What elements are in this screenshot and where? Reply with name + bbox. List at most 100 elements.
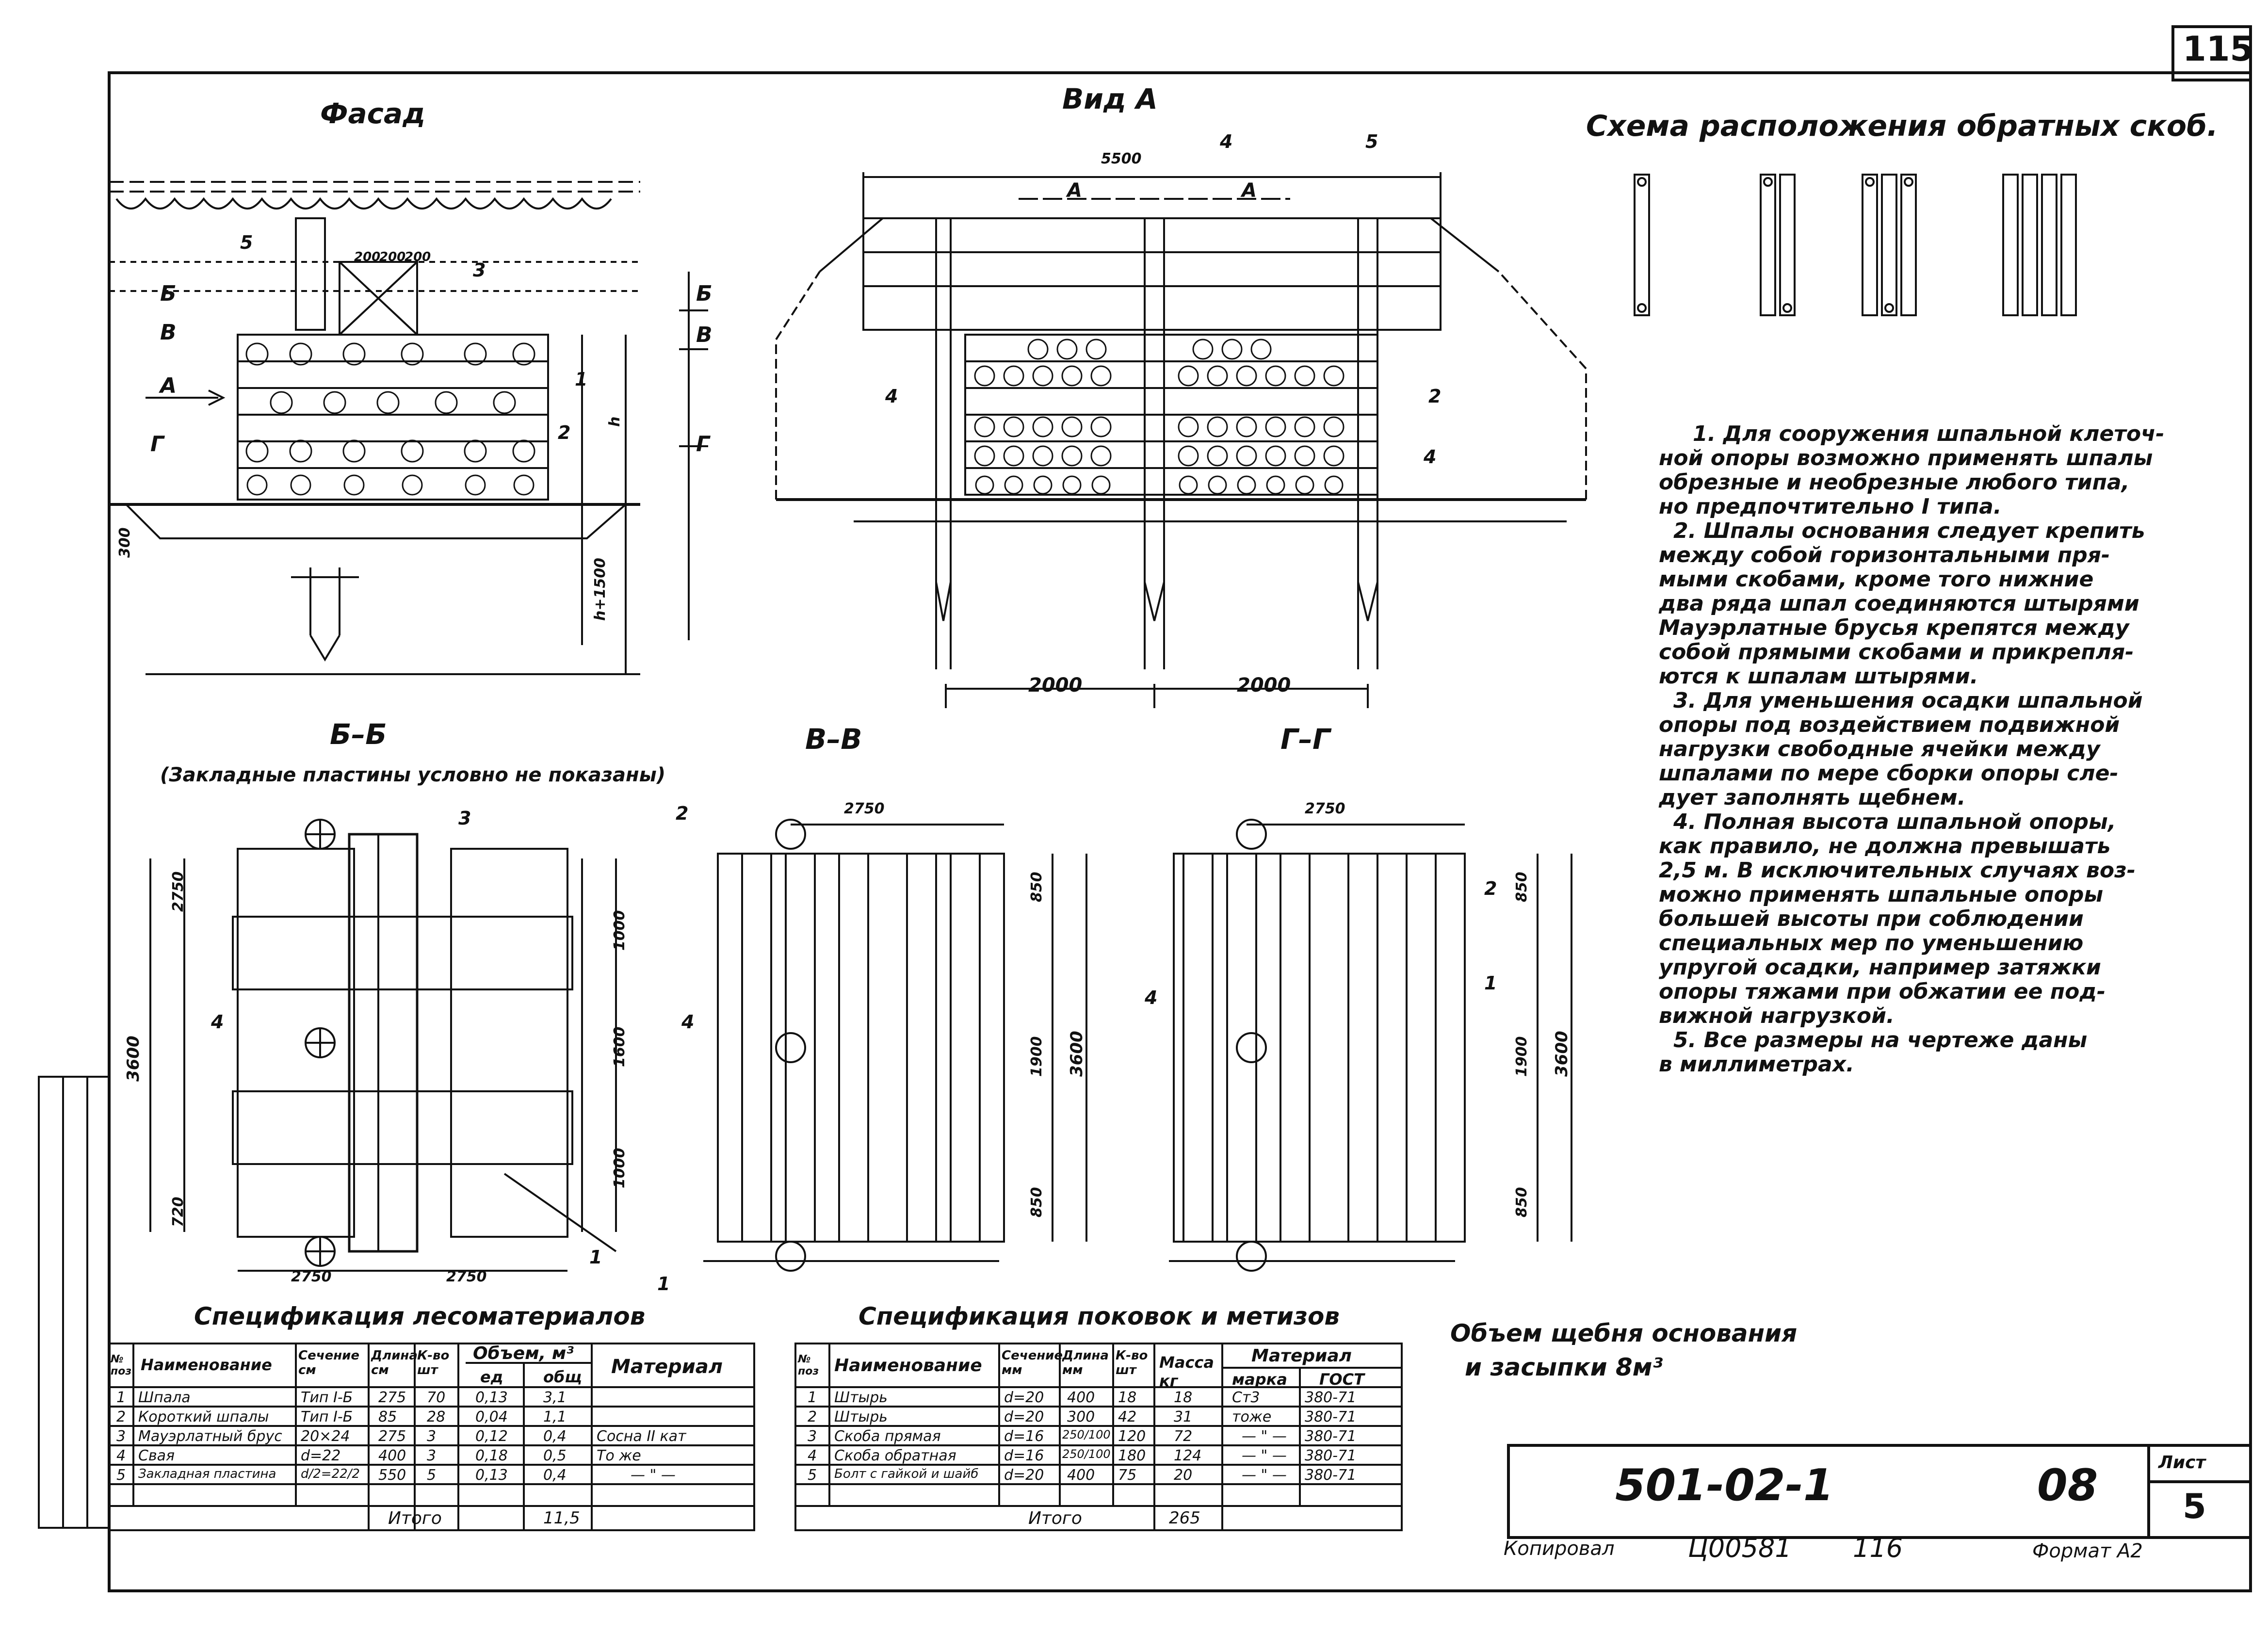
cell-count: 75 [1118, 1467, 1137, 1484]
note-line: обрезные и необрезные любого типа, [1659, 470, 2130, 495]
cell-name: Свая [138, 1447, 175, 1464]
cell-name: Мауэрлатный брус [138, 1428, 282, 1445]
callout-3-bb: 3 [458, 808, 471, 829]
callout-2-view-a: 2 [1428, 386, 1442, 407]
cell-count: 180 [1118, 1447, 1146, 1464]
note-line: нагрузки свободные ячейки между [1659, 737, 2100, 761]
cell-name: Короткий шпалы [138, 1408, 269, 1425]
cell-unit: 0,13 [475, 1389, 508, 1406]
cell-section: d=22 [301, 1447, 341, 1464]
note-line: опоры под воздействием подвижной [1659, 712, 2120, 737]
mark-v-left: В [160, 320, 177, 345]
note-line: Мауэрлатные брусья крепятся между [1659, 615, 2129, 640]
cell-mass: 18 [1174, 1389, 1193, 1406]
mark-g-left: Г [150, 432, 164, 456]
side-stamp-strip [38, 1076, 110, 1529]
note-line: вижной нагрузкой. [1659, 1004, 1895, 1028]
cell-unit: 0,04 [475, 1408, 508, 1425]
timber-hdr-name: Наименование [141, 1356, 272, 1374]
metal-spec-table-grid [794, 1343, 1403, 1531]
cell-length: 400 [378, 1447, 406, 1464]
cell-grade: — " — [1242, 1447, 1287, 1464]
bb-dim-1000-top: 1000 [611, 910, 628, 951]
view-a-dim-2000-left: 2000 [1028, 674, 1083, 696]
section-bb-piles [305, 819, 336, 1267]
cell-name: Скоба прямая [834, 1428, 941, 1445]
mark-b-left: Б [160, 281, 177, 306]
bb-dim-2750-right: 2750 [446, 1268, 487, 1285]
callout-2-vv: 2 [676, 803, 689, 824]
facade-dim-200-b: 200 [379, 250, 406, 264]
cell-count: 28 [427, 1408, 446, 1425]
cell-count: 18 [1118, 1389, 1137, 1406]
metal-hdr-mass: Масса кг [1159, 1353, 1214, 1390]
callout-5-view-a: 5 [1365, 131, 1378, 152]
section-gg-drawing [1169, 824, 1572, 1262]
vv-dim-2750: 2750 [844, 800, 885, 817]
section-bb-drawing [149, 833, 617, 1272]
facade-ties [245, 342, 535, 496]
stamp-code: 501-02-1 [1615, 1460, 1834, 1511]
metal-hdr-num: № поз [798, 1353, 819, 1377]
metal-total-value: 265 [1169, 1508, 1200, 1528]
mark-v-right: В [696, 323, 713, 347]
cell-section: Тип I-Б [301, 1389, 353, 1406]
cell-length: 250/100 [1062, 1447, 1111, 1461]
bb-dim-720-top: 2750 [170, 871, 187, 912]
mark-a-view-a-left: А [1067, 179, 1082, 202]
metal-hdr-grade: марка [1232, 1370, 1287, 1389]
callout-5-facade: 5 [240, 232, 253, 253]
footer-format: Формат А2 [2032, 1540, 2143, 1562]
cell-total: 0,4 [543, 1428, 567, 1445]
gg-dim-1900: 1900 [1513, 1036, 1530, 1077]
timber-hdr-section: Сечение см [298, 1348, 360, 1377]
mark-g-right: Г [696, 432, 710, 456]
cell-gost: 380-71 [1305, 1428, 1357, 1445]
stamp-sheet-value: 5 [2183, 1487, 2206, 1526]
gg-dim-3600: 3600 [1552, 1031, 1571, 1077]
metal-hdr-gost: ГОСТ [1319, 1370, 1364, 1389]
cell-name: Штырь [834, 1389, 888, 1406]
footer-archive-no: Ц00581 [1688, 1533, 1792, 1563]
cell-count: 70 [427, 1389, 446, 1406]
cell-num: 5 [116, 1467, 126, 1484]
note-line: 2,5 м. В исключительных случаях воз- [1659, 858, 2136, 883]
cell-section: d=20 [1004, 1467, 1044, 1484]
footer-copied: Копировал [1504, 1538, 1615, 1560]
metal-hdr-length: Длина мм [1062, 1348, 1109, 1377]
timber-total-value: 11,5 [543, 1508, 580, 1528]
cell-grade: — " — [1242, 1428, 1287, 1445]
cell-length: 550 [378, 1467, 406, 1484]
cell-unit: 0,18 [475, 1447, 508, 1464]
title-stamp [1507, 1444, 2252, 1539]
cell-count: 5 [427, 1467, 437, 1484]
callout-4-view-a-left: 4 [885, 386, 898, 407]
brackets-scheme-title: Схема расположения обратных скоб. [1586, 109, 2218, 143]
cell-num: 5 [808, 1467, 817, 1484]
note-line: в миллиметрах. [1659, 1052, 1854, 1077]
view-a-title: Вид А [1062, 82, 1158, 115]
section-vv-piles [775, 819, 806, 1272]
cell-gost: 380-71 [1305, 1408, 1357, 1425]
cell-length: 300 [1067, 1408, 1095, 1425]
cell-num: 1 [808, 1389, 817, 1406]
bb-dim-2750-left: 2750 [291, 1268, 332, 1285]
cell-gost: 380-71 [1305, 1467, 1357, 1484]
cell-total: 3,1 [543, 1389, 567, 1406]
note-line: 4. Полная высота шпальной опоры, [1673, 809, 2116, 834]
cell-length: 250/100 [1062, 1428, 1111, 1441]
note-line: упругой осадки, например затяжки [1659, 955, 2101, 980]
metal-hdr-section: Сечение мм [1002, 1348, 1063, 1377]
facade-dim-200-a: 200 [354, 250, 381, 264]
cell-grade: — " — [1242, 1467, 1287, 1484]
section-vv-title: В–В [805, 723, 862, 756]
cell-name: Штырь [834, 1408, 888, 1425]
note-line: между собой горизонтальными пря- [1659, 543, 2110, 567]
facade-drawing [109, 181, 708, 675]
timber-hdr-num: № поз [111, 1353, 132, 1377]
facade-dim-h: h [606, 416, 623, 427]
facade-dim-h1500: h+1500 [592, 558, 609, 621]
facade-dim-300: 300 [116, 527, 133, 558]
ballast-note-line-1: Объем щебня основания [1450, 1319, 1798, 1347]
mark-a-left: А [160, 373, 177, 398]
